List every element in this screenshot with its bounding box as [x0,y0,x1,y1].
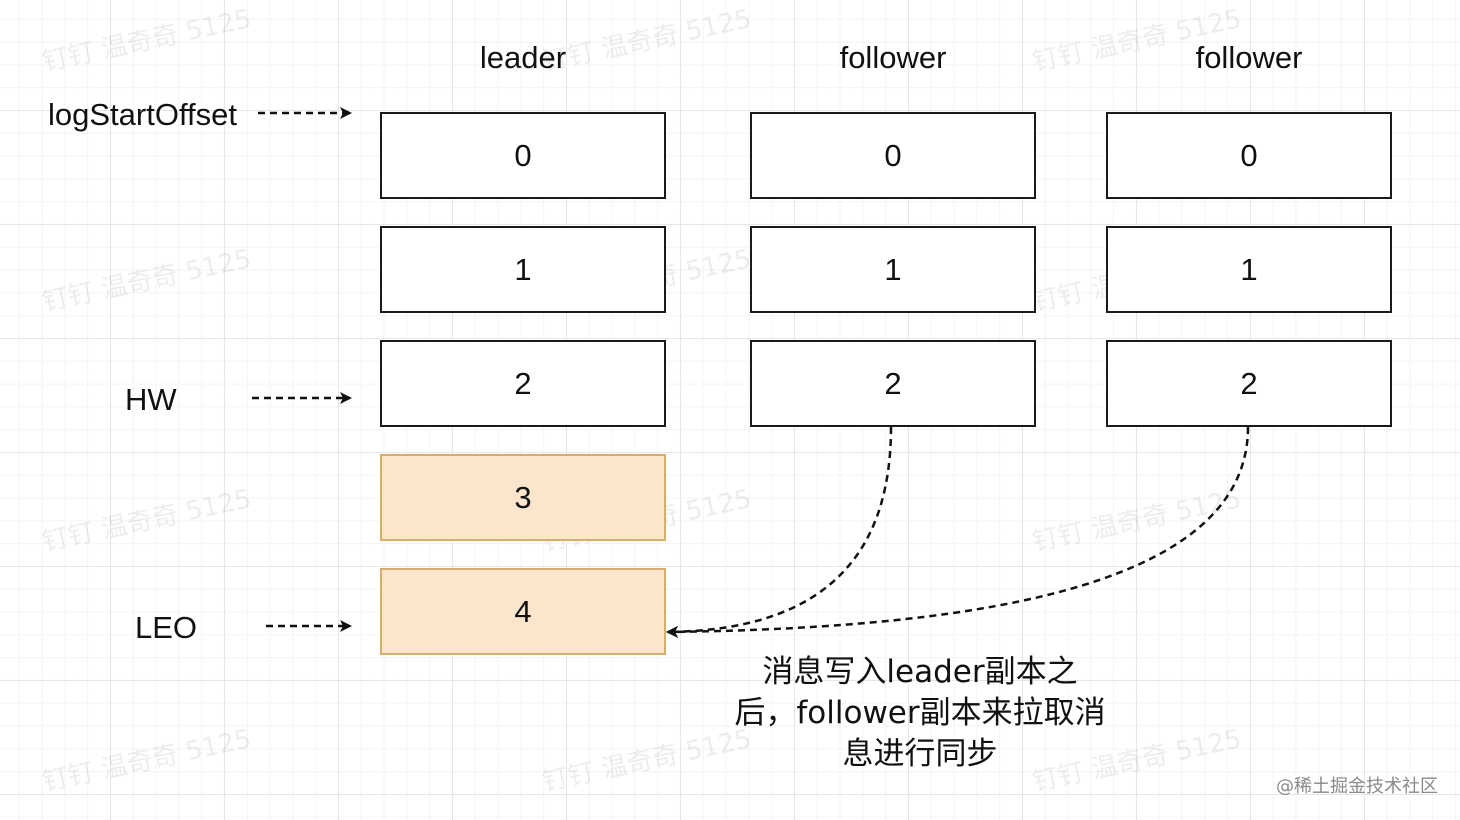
sync-note: 消息写入leader副本之 后，follower副本来拉取消 息进行同步 [700,652,1140,775]
leader-offset-2: 2 [380,340,666,427]
follower-1-offset-2: 2 [750,340,1036,427]
hw-label: HW [125,382,177,417]
follower-2-offset-1: 1 [1106,226,1392,313]
follower-2-offset-2: 2 [1106,340,1392,427]
leo-label: LEO [135,610,198,645]
source-credit: @稀土掘金技术社区 [1276,776,1438,797]
leader-offset-1: 1 [380,226,666,313]
follower-2-header: follower [1195,40,1303,75]
leader-offset-4: 4 [380,568,666,655]
follower-2-offset-0: 0 [1106,112,1392,199]
leader-offset-3: 3 [380,454,666,541]
follower-2-fetch-curve [666,426,1250,638]
leader-offset-0: 0 [380,112,666,199]
log-start-offset-label: logStartOffset [48,97,237,132]
sync-note-line-3: 息进行同步 [842,736,998,772]
sync-note-line-1: 消息写入leader副本之 [762,654,1078,690]
leader-header: leader [479,40,567,75]
follower-1-fetch-curve [666,426,893,638]
follower-1-offset-0: 0 [750,112,1036,199]
follower-1-offset-1: 1 [750,226,1036,313]
follower-1-header: follower [839,40,947,75]
sync-note-line-2: 后，follower副本来拉取消 [734,695,1106,731]
